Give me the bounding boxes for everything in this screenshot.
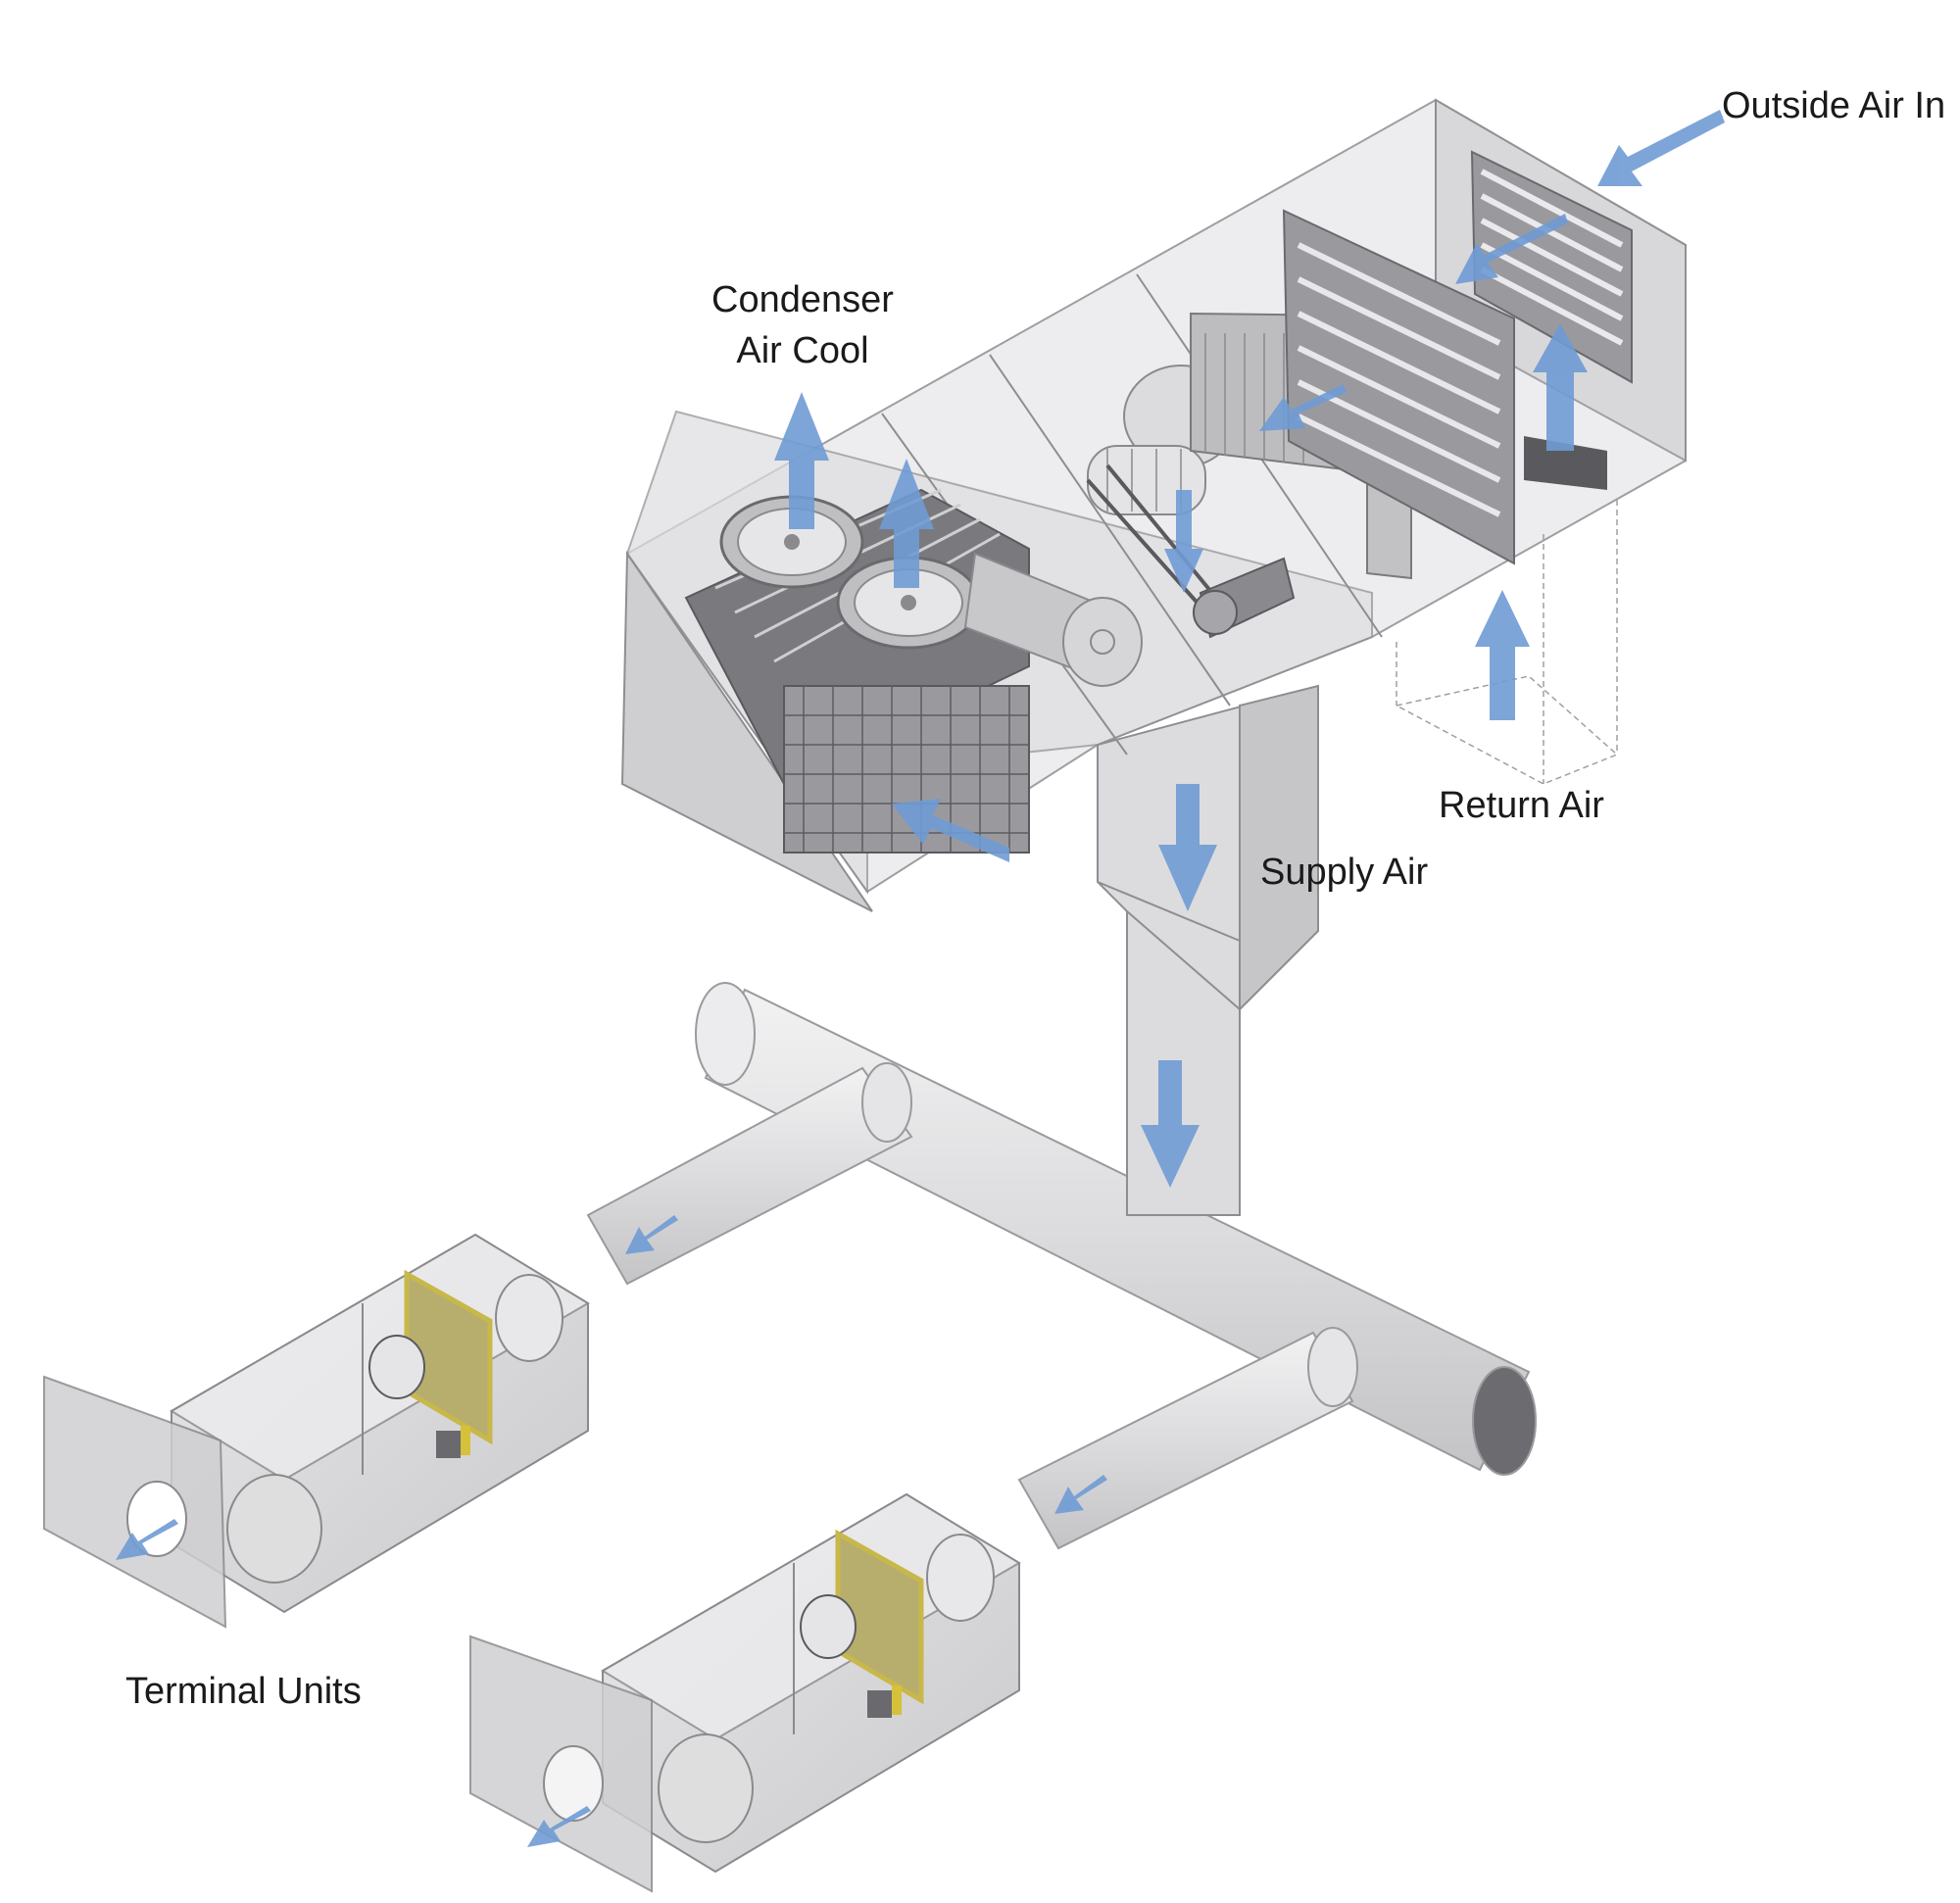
coil-airflow-arrow bbox=[1259, 384, 1348, 431]
main-supply-duct bbox=[695, 982, 1537, 1476]
return-air-label: Return Air bbox=[1439, 785, 1604, 826]
return-air-up-arrow bbox=[1475, 590, 1530, 720]
diffuser-panel-lower bbox=[469, 1635, 653, 1893]
supply-air-label: Supply Air bbox=[1260, 852, 1429, 893]
outside-air-label: Outside Air In bbox=[1722, 85, 1946, 126]
fan-motor-icon bbox=[1193, 557, 1296, 639]
branch-arrow-upper bbox=[625, 1215, 678, 1254]
condenser-label: Condenser Air Cool bbox=[711, 274, 894, 376]
outside-air-arrow-inner bbox=[1455, 214, 1568, 284]
condenser-fan-left-icon bbox=[719, 495, 864, 589]
branch-duct-upper bbox=[586, 1062, 913, 1286]
diffuser-panel-upper bbox=[43, 1375, 227, 1629]
terminal-unit-upper bbox=[170, 1233, 590, 1614]
supply-air-down-arrow-1 bbox=[1158, 784, 1217, 911]
condenser-up-arrow-left bbox=[774, 392, 829, 529]
outside-air-arrow bbox=[1597, 110, 1725, 186]
return-air-up-arrow-inner bbox=[1533, 323, 1588, 451]
condenser-intake-arrow bbox=[892, 799, 1009, 862]
condenser-label-line1: Condenser bbox=[711, 279, 894, 320]
outlet-arrow-lower bbox=[527, 1806, 591, 1847]
supply-duct-vertical bbox=[1097, 684, 1319, 1216]
return-air-opening bbox=[1394, 436, 1619, 785]
terminal-units-label: Terminal Units bbox=[125, 1671, 362, 1712]
condenser-up-arrow-right bbox=[879, 459, 934, 588]
fan-down-arrow bbox=[1164, 490, 1203, 593]
compressor-icon bbox=[963, 552, 1143, 687]
outlet-arrow-upper bbox=[116, 1519, 178, 1560]
branch-arrow-lower bbox=[1054, 1475, 1107, 1514]
terminal-unit-lower bbox=[601, 1492, 1021, 1874]
branch-duct-lower bbox=[1017, 1327, 1358, 1550]
condenser-fan-right-icon bbox=[836, 556, 981, 650]
outside-air-louver-icon bbox=[1470, 150, 1633, 384]
airflow-arrows bbox=[116, 110, 1725, 1847]
condenser-label-line2: Air Cool bbox=[736, 330, 869, 371]
supply-air-down-arrow-2 bbox=[1141, 1060, 1200, 1188]
